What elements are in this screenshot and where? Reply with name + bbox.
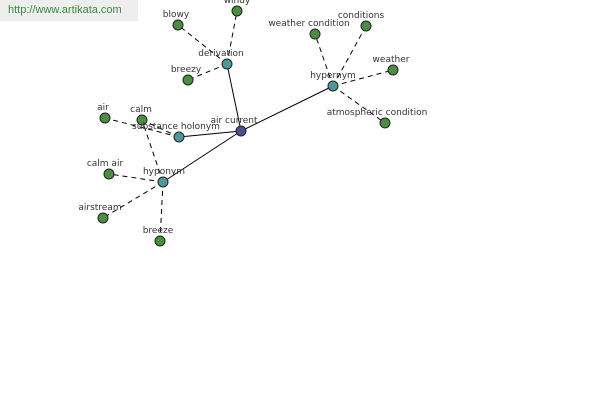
edge-hyponym-calm	[141, 119, 164, 183]
labels: air current derivation hypernym substanc…	[78, 0, 427, 236]
node-breezy[interactable]	[182, 74, 194, 86]
node-hypernym[interactable]	[327, 80, 339, 92]
node-breeze[interactable]	[154, 235, 166, 247]
label-calm-air: calm air	[87, 159, 124, 169]
edge-hyponym-calm-air	[108, 173, 164, 183]
edge-derivation-blowy	[177, 24, 228, 65]
label-conditions: conditions	[338, 11, 385, 21]
edge-hypernym-conditions	[332, 25, 367, 87]
node-conditions[interactable]	[360, 20, 372, 32]
edge-substance-holonym-calm	[141, 119, 180, 138]
node-air[interactable]	[99, 112, 111, 124]
nodes	[97, 5, 399, 247]
edge-hypernym-weather	[332, 69, 394, 87]
edge-air-current-hyponym	[162, 130, 242, 183]
label-hyponym: hyponym	[143, 167, 185, 177]
edge-hyponym-breeze	[159, 181, 164, 242]
label-air-current: air current	[210, 116, 258, 126]
edge-air-current-derivation	[226, 63, 242, 132]
edge-air-current-hypernym	[240, 85, 334, 132]
edge-hypernym-weather-condition	[314, 33, 334, 87]
node-substance-holonym[interactable]	[173, 131, 185, 143]
edges	[102, 10, 394, 242]
site-link[interactable]: http://www.artikata.com	[8, 4, 122, 16]
edge-hypernym-atmospheric-condition	[332, 85, 386, 124]
label-atmospheric-condition: atmospheric condition	[327, 108, 428, 118]
node-airstream[interactable]	[97, 212, 109, 224]
node-blowy[interactable]	[172, 19, 184, 31]
label-substance-holonym: substance holonym	[132, 122, 220, 132]
edge-air-current-substance-holonym	[178, 130, 242, 138]
node-weather[interactable]	[387, 64, 399, 76]
label-weather: weather	[373, 55, 410, 65]
label-weather-condition: weather condition	[268, 19, 349, 29]
label-breezy: breezy	[171, 65, 202, 75]
node-calm[interactable]	[136, 114, 148, 126]
label-airstream: airstream	[78, 203, 121, 213]
edge-derivation-breezy	[187, 63, 228, 81]
label-blowy: blowy	[163, 10, 190, 20]
node-weather-condition[interactable]	[309, 28, 321, 40]
label-breeze: breeze	[143, 226, 174, 236]
node-windy[interactable]	[231, 5, 243, 17]
label-calm: calm	[130, 105, 152, 115]
node-atmospheric-condition[interactable]	[379, 117, 391, 129]
edge-substance-holonym-air	[104, 117, 180, 138]
node-hyponym[interactable]	[157, 176, 169, 188]
node-air-current[interactable]	[235, 125, 247, 137]
site-banner: http://www.artikata.com	[0, 0, 138, 21]
node-calm-air[interactable]	[103, 168, 115, 180]
label-windy: windy	[224, 0, 251, 6]
label-hypernym: hypernym	[310, 71, 356, 81]
label-air: air	[97, 103, 109, 113]
edge-hyponym-airstream	[102, 181, 164, 219]
node-derivation[interactable]	[221, 58, 233, 70]
label-derivation: derivation	[198, 49, 244, 59]
